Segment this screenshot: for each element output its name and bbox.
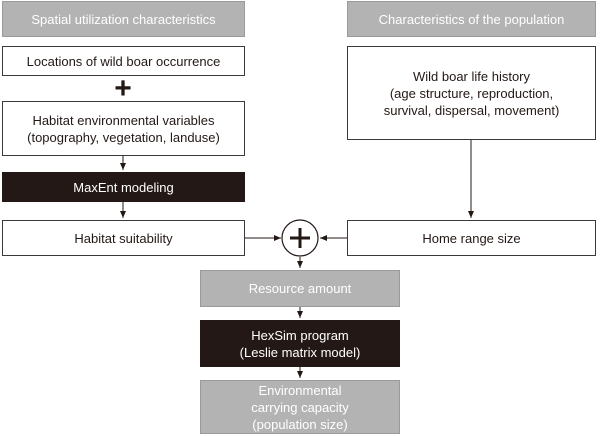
maxent-box: MaxEnt modeling	[2, 172, 245, 202]
resource-amount-box: Resource amount	[200, 270, 400, 307]
life-history-box: Wild boar life history (age structure, r…	[347, 46, 596, 140]
population-characteristics-header: Characteristics of the population	[347, 1, 596, 37]
hexsim-box: HexSim program (Leslie matrix model)	[200, 320, 400, 367]
spatial-utilization-header: Spatial utilization characteristics	[2, 1, 245, 37]
habitat-suitability-box: Habitat suitability	[2, 220, 245, 256]
home-range-box: Home range size	[347, 220, 596, 256]
locations-box: Locations of wild boar occurrence	[2, 46, 245, 76]
plus-sign: +	[114, 72, 132, 105]
carrying-capacity-box: Environmental carrying capacity (populat…	[200, 380, 400, 434]
habitat-variables-box: Habitat environmental variables (topogra…	[2, 101, 245, 156]
